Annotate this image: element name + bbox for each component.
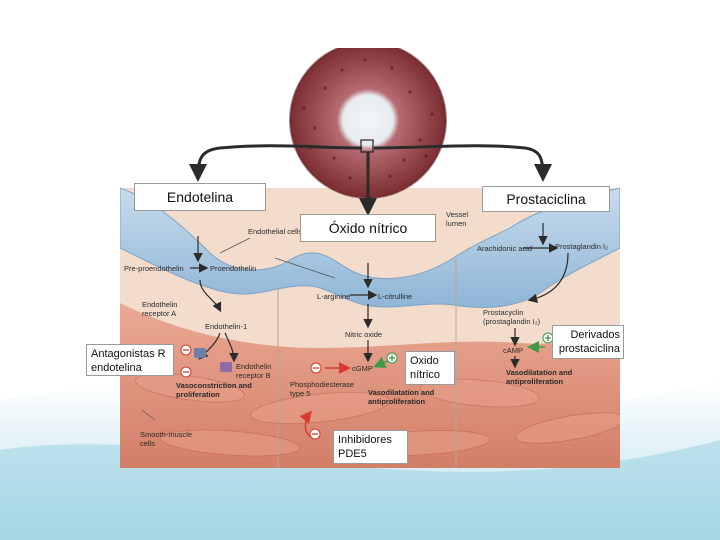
proendothelin-label: Proendothelin [210,264,257,273]
nitric-oxide-label: Nitric oxide [345,330,383,339]
vessel-lumen-label: Vessel lumen [446,210,469,228]
endothelium-layer [120,187,620,308]
smooth-muscle-layer [120,303,620,468]
label-prostaciclina: Prostaciclina [482,186,610,212]
endothelin-1-label: Endothelin-1 [205,322,248,331]
vasodilatation-right-label: Vasodilatation and antiproliferation [506,368,573,386]
label-antagonistas: Antagonistas R endotelina [86,344,174,376]
label-inhibidores-pde5: Inhibidores PDE5 [333,430,408,464]
cgmp-label: cGMP [352,364,373,373]
label-oxido-nitrico: Óxido nítrico [300,214,436,242]
arachidonic-acid-label: Arachidonic acid [477,244,533,253]
label-oxido-nitrico-small: Oxido nítrico [405,351,455,385]
prostacyclin-label: Prostacyclin (prostaglandin I₂) [483,308,541,326]
camp-label: cAMP [503,346,524,355]
smooth-muscle-cells-label: Smooth-muscle cells [140,430,193,448]
l-citrulline-label: L-citrulline [378,292,413,301]
pre-proendothelin-label: Pre-proendothelin [124,264,184,273]
endothelin-receptor-b-label: Endothelin receptor B [236,362,272,380]
receptors [194,348,232,372]
vasoconstriction-label: Vasoconstriction and proliferation [176,381,252,399]
smooth-muscle-cells [135,373,620,457]
pde5-label: Phosphodiesterase type 5 [290,380,355,398]
label-derivados-prostaciclina: Derivados prostaciclina [552,325,624,359]
endothelin-receptor-a-label: Endothelin receptor A [142,300,178,318]
l-arginine-label: L-arginine [317,292,351,301]
vasodilatation-mid-label: Vasodilatation and antiproliferation [368,388,435,406]
label-endotelina: Endotelina [134,183,266,211]
endothelial-cells-label: Endothelial cells [248,227,303,236]
top-pathway-arrows [189,144,552,216]
prostaglandin-i2-label: Prostaglandin I₂ [555,242,608,251]
